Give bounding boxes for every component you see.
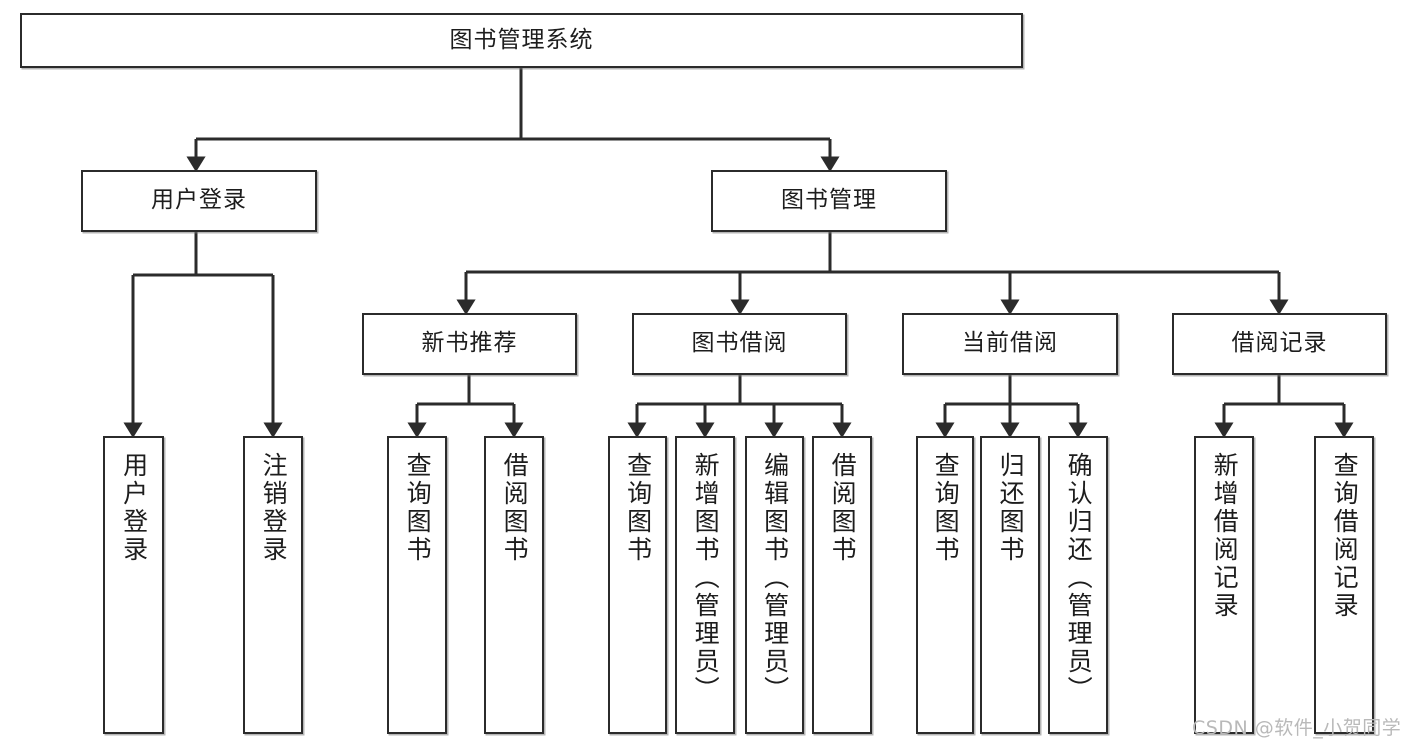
node-book-management-label: 图书管理 [781, 187, 877, 214]
leaf-edit-book-admin[interactable]: 编辑图书（管理员） [745, 436, 804, 734]
leaf-logout-label: 注销登录 [259, 452, 289, 564]
leaf-add-book-admin-label: 新增图书（管理员） [691, 452, 721, 704]
leaf-query-book-recommend[interactable]: 查询图书 [387, 436, 447, 734]
node-borrow-record-label: 借阅记录 [1231, 330, 1328, 357]
leaf-query-book-borrow[interactable]: 查询图书 [608, 436, 667, 734]
leaf-query-book-current-label: 查询图书 [931, 452, 961, 564]
node-borrow-record[interactable]: 借阅记录 [1172, 313, 1387, 375]
leaf-add-book-admin[interactable]: 新增图书（管理员） [675, 436, 735, 734]
leaf-edit-book-admin-label: 编辑图书（管理员） [760, 452, 790, 704]
leaf-return-book-label: 归还图书 [996, 452, 1026, 564]
leaf-logout[interactable]: 注销登录 [243, 436, 303, 734]
node-book-management[interactable]: 图书管理 [711, 170, 947, 232]
watermark: CSDN @软件_小贺同学 [1192, 717, 1402, 739]
node-new-book-recommend-label: 新书推荐 [421, 330, 518, 357]
leaf-query-book-current[interactable]: 查询图书 [916, 436, 974, 734]
leaf-user-login[interactable]: 用户登录 [103, 436, 164, 734]
node-user-login-label: 用户登录 [151, 187, 247, 214]
node-user-login[interactable]: 用户登录 [81, 170, 317, 232]
leaf-user-login-label: 用户登录 [119, 452, 149, 564]
node-root-label: 图书管理系统 [449, 26, 594, 53]
leaf-lend-book[interactable]: 借阅图书 [812, 436, 872, 734]
leaf-confirm-return-admin[interactable]: 确认归还（管理员） [1048, 436, 1108, 734]
leaf-query-book-borrow-label: 查询图书 [623, 452, 653, 564]
node-root[interactable]: 图书管理系统 [20, 13, 1023, 68]
leaf-lend-book-label: 借阅图书 [828, 452, 858, 564]
node-book-borrow[interactable]: 图书借阅 [632, 313, 847, 375]
leaf-query-borrow-record[interactable]: 查询借阅记录 [1314, 436, 1374, 734]
leaf-add-borrow-record[interactable]: 新增借阅记录 [1194, 436, 1254, 734]
leaf-borrow-book-recommend[interactable]: 借阅图书 [484, 436, 544, 734]
leaf-return-book[interactable]: 归还图书 [980, 436, 1040, 734]
node-current-borrow[interactable]: 当前借阅 [902, 313, 1118, 375]
node-book-borrow-label: 图书借阅 [691, 330, 788, 357]
node-new-book-recommend[interactable]: 新书推荐 [362, 313, 577, 375]
leaf-borrow-book-recommend-label: 借阅图书 [500, 452, 530, 564]
node-current-borrow-label: 当前借阅 [962, 330, 1058, 357]
leaf-add-borrow-record-label: 新增借阅记录 [1210, 452, 1240, 620]
leaf-query-borrow-record-label: 查询借阅记录 [1330, 452, 1360, 620]
leaf-confirm-return-admin-label: 确认归还（管理员） [1064, 452, 1094, 704]
leaf-query-book-recommend-label: 查询图书 [403, 452, 433, 564]
